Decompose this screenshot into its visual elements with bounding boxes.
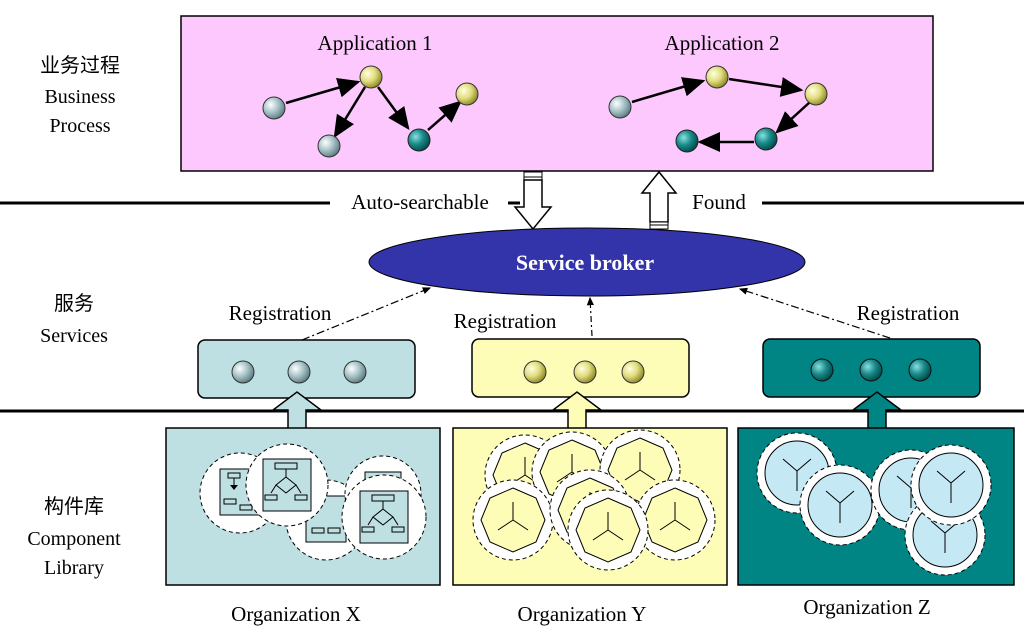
svg-text:业务过程: 业务过程: [40, 54, 120, 77]
process-node: [455, 82, 479, 106]
application-1-graph: [262, 65, 479, 158]
application-2-graph: [608, 65, 828, 153]
service-broker: [368, 227, 806, 297]
svg-text:服务: 服务: [54, 292, 94, 315]
svg-text:构件库: 构件库: [44, 495, 104, 518]
registration-connectors: [301, 287, 891, 341]
process-node: [262, 96, 286, 120]
application-1-title: Application 1: [318, 31, 433, 55]
service-broker-label: Service broker: [516, 250, 655, 275]
process-node: [804, 82, 828, 106]
services-layer-label: 服务 Services: [40, 292, 108, 347]
library-layer-label: 构件库 Component Library: [27, 495, 121, 579]
process-node: [705, 65, 729, 89]
process-node: [754, 127, 778, 151]
business-layer-label: 业务过程 Business Process: [40, 54, 120, 137]
process-node: [675, 129, 699, 153]
organization-z-label: Organization Z: [803, 595, 930, 619]
organization-y-label: Organization Y: [518, 602, 647, 626]
svg-text:Business: Business: [44, 86, 115, 108]
registration-label-x: Registration: [229, 301, 332, 325]
found-up-arrow: [640, 170, 678, 230]
components-y: [472, 429, 716, 571]
components-x: [199, 443, 427, 561]
organization-x-label: Organization X: [231, 602, 361, 626]
found-label: Found: [692, 190, 746, 214]
svg-text:Services: Services: [40, 325, 108, 347]
svg-text:Library: Library: [44, 557, 104, 579]
process-node: [608, 95, 632, 119]
process-node: [317, 134, 341, 158]
registration-label-z: Registration: [857, 301, 960, 325]
auto-searchable-label: Auto-searchable: [351, 190, 489, 214]
registration-label-y: Registration: [454, 309, 557, 333]
application-2-title: Application 2: [665, 31, 780, 55]
process-node: [359, 65, 383, 89]
service-box-y: [471, 338, 690, 398]
components-z: [756, 432, 992, 576]
search-down-arrow: [513, 171, 553, 231]
service-box-z: [762, 338, 981, 398]
svg-text:Component: Component: [27, 528, 121, 550]
process-node: [407, 128, 431, 152]
service-box-x: [197, 339, 416, 399]
svg-text:Process: Process: [49, 115, 110, 137]
